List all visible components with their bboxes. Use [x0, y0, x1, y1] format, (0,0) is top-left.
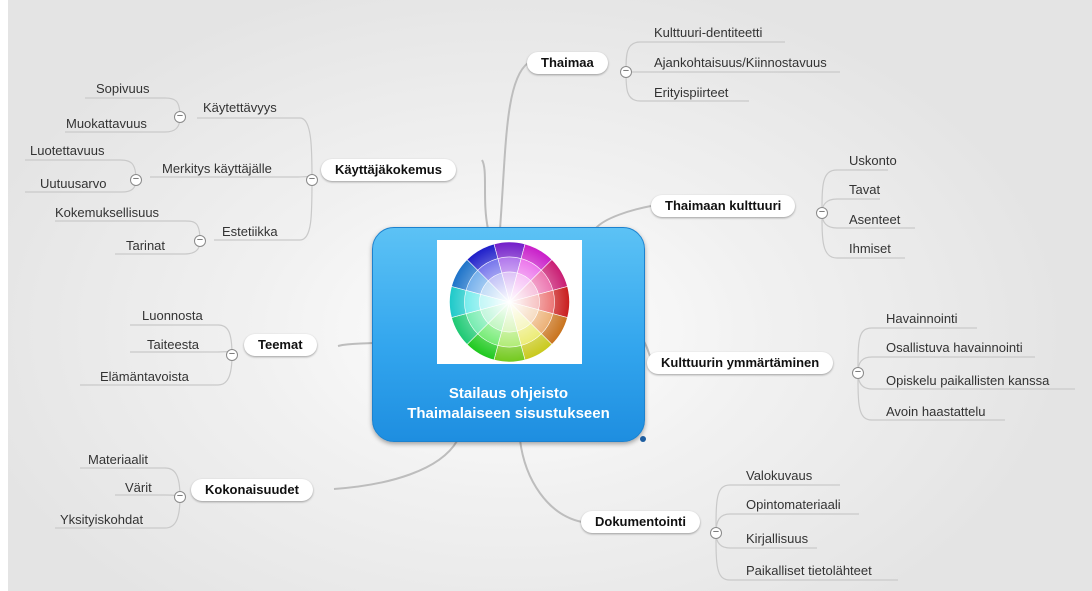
central-topic-title: Stailaus ohjeisto Thaimalaiseen sisustuk… [373, 384, 644, 424]
collapse-thaimaan-kulttuuri-button[interactable]: − [816, 207, 828, 219]
collapse-estetiikka-button[interactable]: − [194, 235, 206, 247]
link-thaimaan-kulttuuri [595, 205, 652, 229]
leaf-luonnosta[interactable]: Luonnosta [142, 308, 203, 323]
subtopic-kaytettavyys[interactable]: Käytettävyys [203, 100, 277, 115]
leaf-uutuusarvo[interactable]: Uutuusarvo [40, 176, 107, 191]
leaf-kulttuuri-dentiteetti[interactable]: Kulttuuri-dentiteetti [654, 25, 763, 40]
collapse-kulttuurin-ymmartaminen-button[interactable]: − [852, 367, 864, 379]
collapse-kokonaisuudet-button[interactable]: − [174, 491, 186, 503]
subtopic-merkitys-kayttajalle[interactable]: Merkitys käyttäjälle [162, 161, 272, 176]
topic-thaimaa[interactable]: Thaimaa [527, 52, 608, 74]
central-title-line-2: Thaimalaiseen sisustukseen [407, 405, 610, 422]
topic-teemat[interactable]: Teemat [244, 334, 317, 356]
leaf-havainnointi[interactable]: Havainnointi [886, 311, 958, 326]
central-resize-handle[interactable] [640, 436, 646, 442]
leaf-valokuvaus[interactable]: Valokuvaus [746, 468, 813, 483]
leaf-muokattavuus[interactable]: Muokattavuus [66, 116, 147, 131]
leaf-avoin-haastattelu[interactable]: Avoin haastattelu [886, 404, 986, 419]
color-wheel-image [437, 240, 582, 364]
link-kokonaisuudet [333, 440, 458, 490]
leaf-sopivuus[interactable]: Sopivuus [96, 81, 150, 96]
central-title-line-1: Stailaus ohjeisto [448, 385, 569, 402]
topic-kulttuurin-ymmartaminen[interactable]: Kulttuurin ymmärtäminen [647, 352, 834, 374]
topic-kayttajakokemus[interactable]: Käyttäjäkokemus [321, 159, 456, 181]
color-wheel-icon [449, 241, 570, 363]
leaf-yksityiskohdat[interactable]: Yksityiskohdat [60, 512, 144, 527]
collapse-kayttajakokemus-button[interactable]: − [306, 174, 318, 186]
link-dokumentointi [519, 439, 583, 523]
leaf-uskonto[interactable]: Uskonto [849, 153, 897, 168]
leaf-ajankohtaisuus[interactable]: Ajankohtaisuus/Kiinnostavuus [654, 55, 827, 70]
leaf-paikalliset-tietolahteet[interactable]: Paikalliset tietolähteet [746, 563, 872, 578]
leaf-materiaalit[interactable]: Materiaalit [88, 452, 148, 467]
link-teemat [337, 342, 374, 347]
leaf-kokemuksellisuus[interactable]: Kokemuksellisuus [55, 205, 160, 220]
link-thaimaa [481, 159, 489, 230]
collapse-merkitys-button[interactable]: − [130, 174, 142, 186]
leaf-kirjallisuus[interactable]: Kirjallisuus [746, 531, 809, 546]
collapse-kaytettavyys-button[interactable]: − [174, 111, 186, 123]
collapse-thaimaa-button[interactable]: − [620, 66, 632, 78]
leaf-taiteesta[interactable]: Taiteesta [147, 337, 200, 352]
topic-thaimaan-kulttuuri[interactable]: Thaimaan kulttuuri [651, 195, 796, 217]
leaf-asenteet[interactable]: Asenteet [849, 212, 901, 227]
topic-dokumentointi[interactable]: Dokumentointi [581, 511, 700, 533]
leaf-ihmiset[interactable]: Ihmiset [849, 241, 891, 256]
leaf-tavat[interactable]: Tavat [849, 182, 881, 197]
leaf-osallistuva-havainnointi[interactable]: Osallistuva havainnointi [886, 340, 1023, 355]
topic-kokonaisuudet[interactable]: Kokonaisuudet [191, 479, 313, 501]
leaf-opiskelu-paikallisten-kanssa[interactable]: Opiskelu paikallisten kanssa [886, 373, 1050, 388]
leaf-luotettavuus[interactable]: Luotettavuus [30, 143, 105, 158]
link-thaimaa-2 [499, 62, 529, 230]
leaf-opintomateriaali[interactable]: Opintomateriaali [746, 497, 841, 512]
leaf-elamantavoista[interactable]: Elämäntavoista [100, 369, 189, 384]
leaf-tarinat[interactable]: Tarinat [126, 238, 166, 253]
leaf-varit[interactable]: Värit [125, 480, 152, 495]
leaf-erityispiirteet[interactable]: Erityispiirteet [654, 85, 729, 100]
collapse-dokumentointi-button[interactable]: − [710, 527, 722, 539]
central-topic-node[interactable]: Stailaus ohjeisto Thaimalaiseen sisustuk… [372, 227, 646, 442]
collapse-teemat-button[interactable]: − [226, 349, 238, 361]
subtopic-estetiikka[interactable]: Estetiikka [222, 224, 278, 239]
